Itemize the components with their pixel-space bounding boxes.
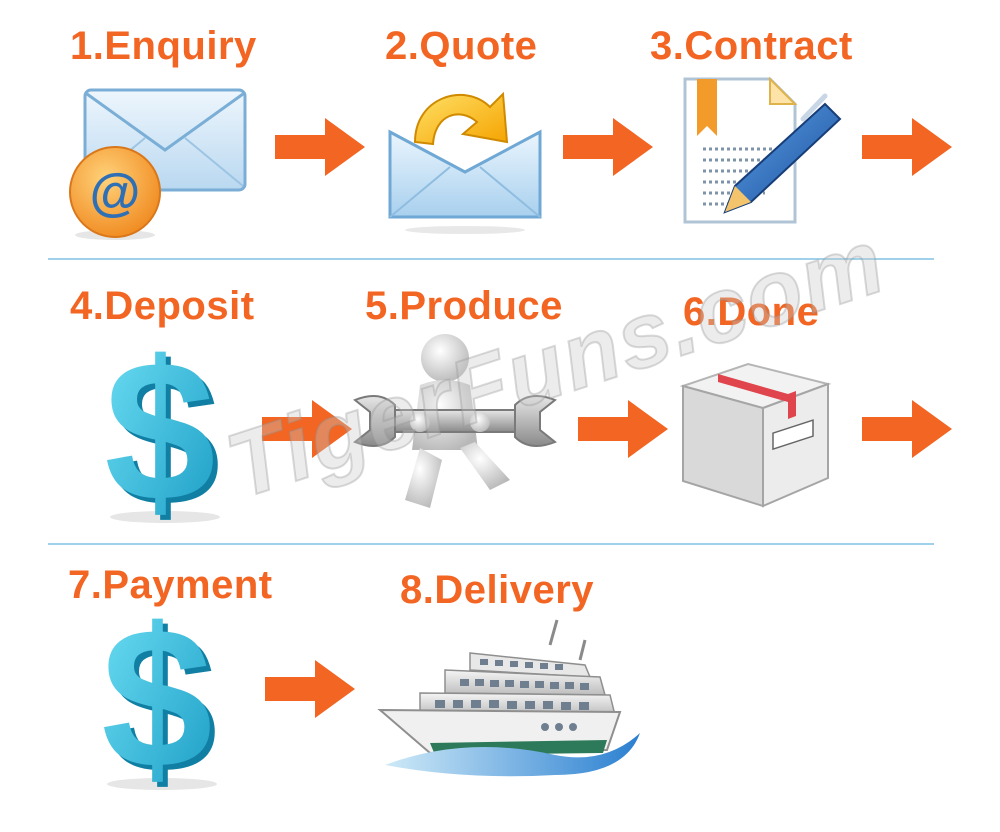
arrow-right-icon (265, 660, 355, 718)
row-divider (48, 543, 934, 545)
step-4-label: 4.Deposit (70, 284, 255, 328)
row-divider (48, 258, 934, 260)
ship-icon (377, 619, 640, 777)
step-2-label: 2.Quote (385, 24, 538, 68)
svg-text:$: $ (106, 612, 217, 792)
arrow-right-icon (275, 118, 365, 176)
step-8-label: 8.Delivery (400, 568, 595, 612)
dollar-sign-icon: $ $ (104, 345, 220, 525)
step-5-label: 5.Produce (365, 284, 563, 328)
arrow-right-icon (862, 400, 952, 458)
arrow-right-icon (578, 400, 668, 458)
dollar-sign-icon: $ $ (101, 612, 217, 792)
svg-text:$: $ (104, 345, 215, 525)
step-1-label: 1.Enquiry (70, 24, 257, 68)
envelope-reply-icon (388, 91, 542, 234)
arrow-right-icon (262, 400, 352, 458)
svg-text:$: $ (101, 612, 212, 792)
step-3-label: 3.Contract (650, 24, 853, 68)
package-box-icon (679, 362, 832, 508)
svg-text:@: @ (90, 164, 141, 222)
worker-wrench-icon (353, 334, 557, 508)
arrow-right-icon (563, 118, 653, 176)
email-at-icon: @ (69, 88, 247, 240)
contract-pen-icon (683, 76, 842, 224)
step-7-label: 7.Payment (68, 563, 273, 607)
step-6-label: 6.Done (683, 290, 820, 334)
svg-text:$: $ (109, 345, 220, 525)
arrow-right-icon (862, 118, 952, 176)
